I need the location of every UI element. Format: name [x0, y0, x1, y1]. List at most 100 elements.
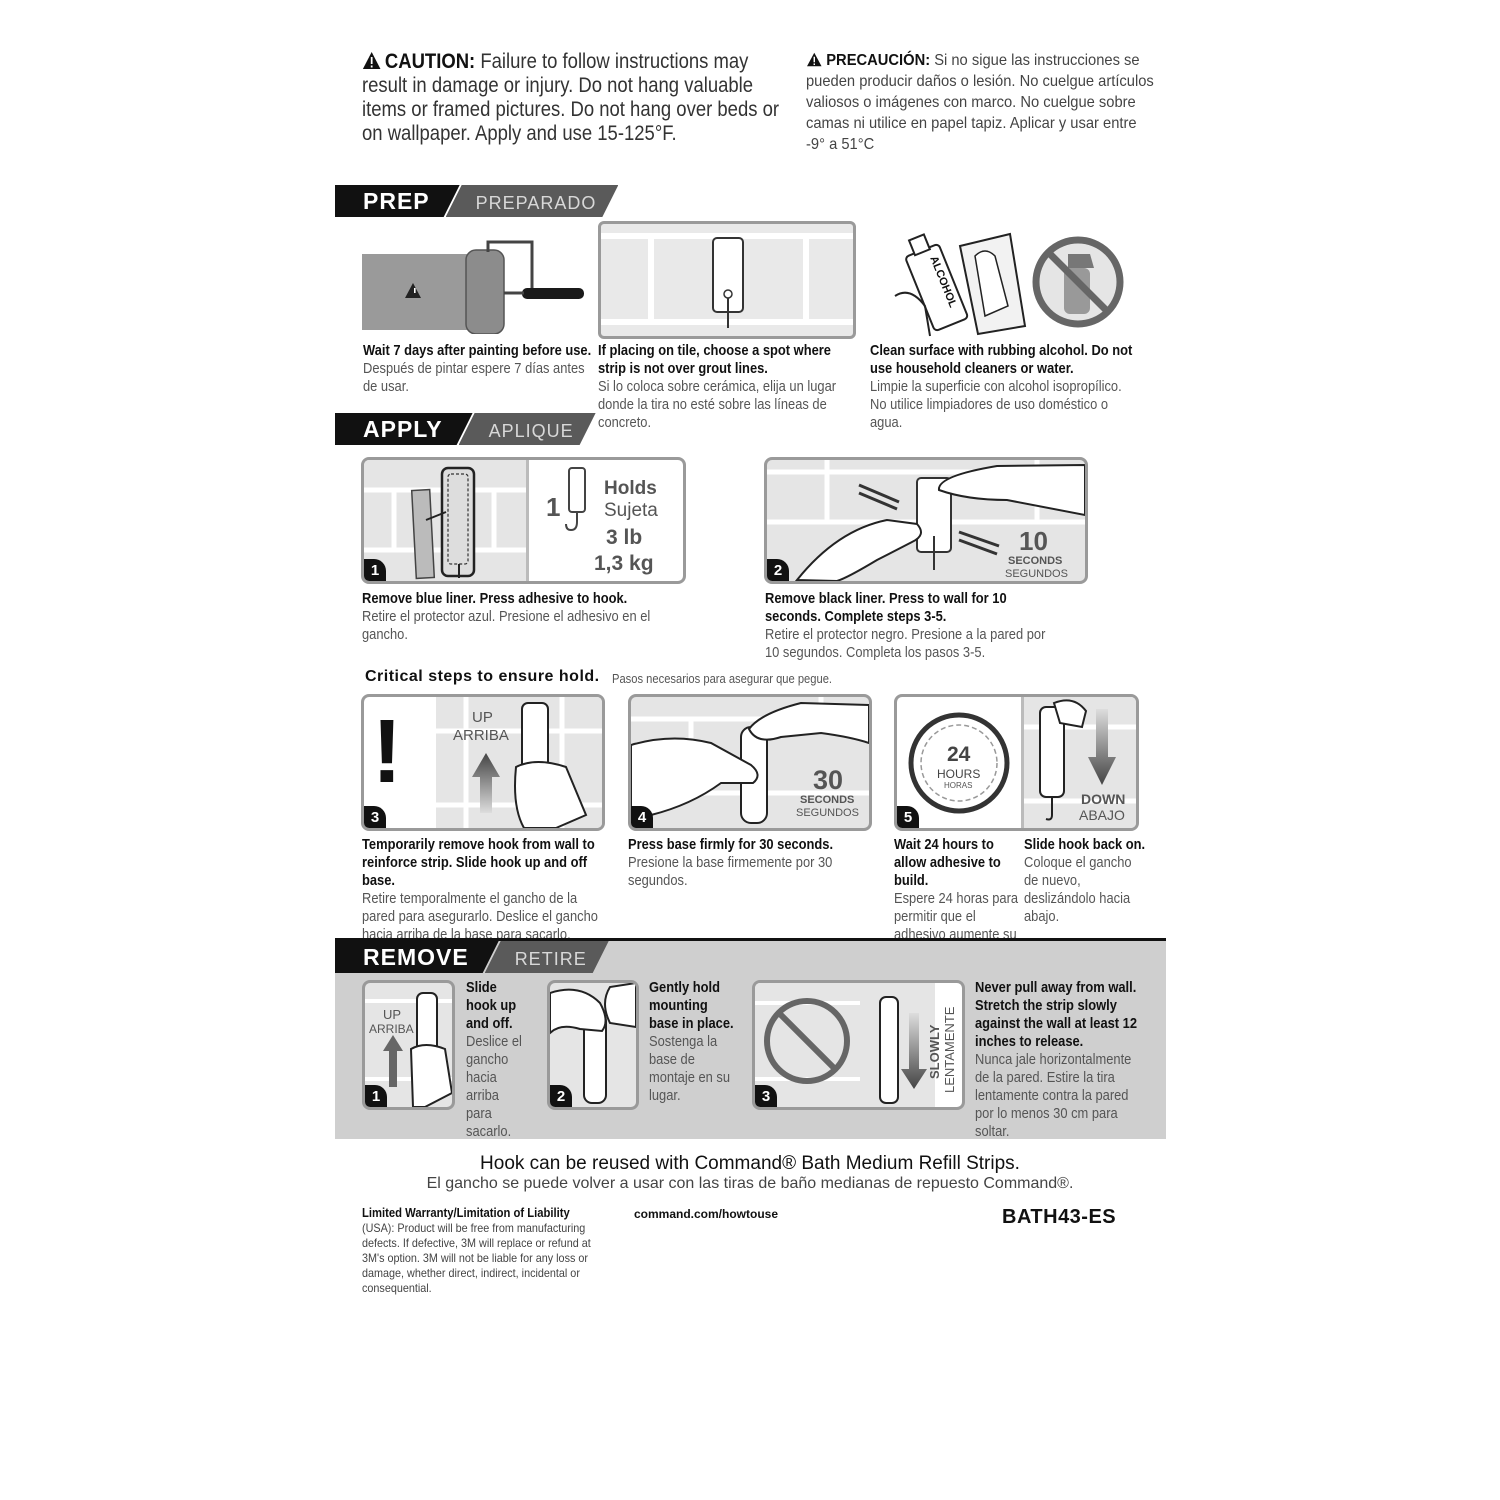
- holds-kg: 1,3 kg: [594, 552, 654, 575]
- remove-step2-bold: Gently hold mounting base in place.: [649, 979, 734, 1032]
- timer10-en: SECONDS: [1008, 555, 1063, 567]
- lentamente-label: LENTAMENTE: [942, 1006, 957, 1093]
- cleaning-illustration: ALCOHOL: [894, 232, 1124, 337]
- step-number: 2: [550, 1085, 572, 1107]
- hours-en: HOURS: [937, 767, 981, 781]
- prohibited-icon: [764, 998, 850, 1084]
- remove-step2-panel: 2: [547, 980, 639, 1110]
- timer10-es: SEGUNDOS: [1005, 568, 1068, 580]
- down-label: DOWN: [1081, 791, 1126, 807]
- prep-step2-bold: If placing on tile, choose a spot where …: [598, 342, 831, 377]
- apply-step2-bold: Remove black liner. Press to wall for 10…: [765, 590, 1007, 625]
- critical-step3-es: Retire temporalmente el gancho de la par…: [362, 890, 598, 943]
- up-label: UP: [472, 709, 493, 726]
- clock-icon: [908, 712, 1010, 814]
- critical-step3-panel: ! UP ARRIBA 3: [361, 694, 605, 831]
- slowly-label: SLOWLY: [927, 1024, 942, 1079]
- step-number: 4: [631, 806, 653, 828]
- critical-step4-caption: Press base firmly for 30 seconds. Presio…: [628, 836, 843, 890]
- prep-title: PREP: [335, 185, 460, 217]
- apply-header: APPLY APLIQUE: [335, 413, 596, 445]
- paint-roller-illustration: [362, 240, 584, 334]
- critical-step3-caption: Temporarily remove hook from wall to rei…: [362, 836, 603, 944]
- critical-step5a-bold: Wait 24 hours to allow adhesive to build…: [894, 836, 1001, 889]
- remove-title-es: RETIRE: [485, 941, 609, 973]
- prep-step3-caption: Clean surface with rubbing alcohol. Do n…: [870, 342, 1141, 432]
- remove-step2-caption: Gently hold mounting base in place. Sost…: [649, 979, 739, 1105]
- precaucion-title: PRECAUCIÓN:: [826, 52, 931, 69]
- prep-header: PREP PREPARADO: [335, 185, 618, 217]
- critical-step5b-es: Coloque el gancho de nuevo, deslizándolo…: [1024, 854, 1132, 925]
- warning-icon: [807, 52, 822, 67]
- remove-step3-caption: Never pull away from wall. Stretch the s…: [975, 979, 1138, 1141]
- arriba-label: ARRIBA: [453, 727, 509, 744]
- prep-step2-es: Si lo coloca sobre cerámica, elija un lu…: [598, 378, 837, 431]
- prep-step1-es: Después de pintar espere 7 días antes de…: [363, 360, 585, 395]
- timer30-en: SECONDS: [800, 794, 855, 806]
- step-number: 3: [364, 806, 386, 828]
- arriba-label: ARRIBA: [369, 1022, 414, 1036]
- remove-step3-panel: SLOWLY LENTAMENTE 3: [752, 980, 965, 1110]
- prep-step1-caption: Wait 7 days after painting before use. D…: [363, 342, 595, 396]
- apply-step2-es: Retire el protector negro. Presione a la…: [765, 626, 1046, 661]
- critical-steps-heading: Critical steps to ensure hold.: [365, 668, 600, 685]
- precaucion-text: Si no sigue las instrucciones se pueden …: [806, 52, 1154, 153]
- remove-step1-es: Deslice el gancho hacia arriba para saca…: [466, 1033, 522, 1140]
- exclamation-mark: !: [372, 702, 402, 802]
- apply-step1-es: Retire el protector azul. Presione el ad…: [362, 608, 651, 643]
- timer30-es: SEGUNDOS: [796, 807, 859, 819]
- remove-step1-bold: Slide hook up and off.: [466, 979, 517, 1032]
- critical-step4-bold: Press base firmly for 30 seconds.: [628, 836, 834, 853]
- apply-title-es: APLIQUE: [459, 413, 596, 445]
- hours-value: 24: [947, 743, 971, 766]
- step-number: 5: [897, 806, 919, 828]
- apply-title: APPLY: [335, 413, 473, 445]
- reuse-note: Hook can be reused with Command® Bath Me…: [480, 1153, 1020, 1174]
- critical-step5b-bold: Slide hook back on.: [1024, 836, 1146, 853]
- remove-step3-es: Nunca jale horizontalmente de la pared. …: [975, 1051, 1132, 1140]
- holds-en: Holds: [604, 478, 657, 499]
- apply-step1-caption: Remove blue liner. Press adhesive to hoo…: [362, 590, 689, 644]
- remove-header: REMOVE RETIRE: [335, 941, 609, 973]
- caution-text: Failure to follow instructions may resul…: [362, 50, 780, 145]
- holds-count: 1: [546, 492, 561, 522]
- caution-english: CAUTION: Failure to follow instructions …: [362, 50, 791, 146]
- step-number: 1: [365, 1085, 387, 1107]
- up-label: UP: [383, 1007, 402, 1022]
- warning-icon: [405, 283, 421, 298]
- holds-es: Sujeta: [604, 500, 658, 521]
- critical-step5b-caption: Slide hook back on. Coloque el gancho de…: [1024, 836, 1149, 926]
- critical-step5-panel: 24 HOURS HORAS DOWN ABAJO 5: [894, 694, 1139, 831]
- step-number: 1: [364, 559, 386, 581]
- apply-step2-caption: Remove black liner. Press to wall for 10…: [765, 590, 1053, 662]
- step-number: 3: [755, 1085, 777, 1107]
- prep-step3-es: Limpie la superficie con alcohol isoprop…: [870, 378, 1122, 431]
- hours-es: HORAS: [944, 781, 973, 790]
- critical-step4-es: Presione la base firmemente por 30 segun…: [628, 854, 833, 889]
- prep-step3-bold: Clean surface with rubbing alcohol. Do n…: [870, 342, 1133, 377]
- prep-step2-caption: If placing on tile, choose a spot where …: [598, 342, 860, 432]
- remove-step1-caption: Slide hook up and off. Deslice el gancho…: [466, 979, 528, 1141]
- timer30-value: 30: [813, 765, 844, 795]
- warranty-text: (USA): Product will be free from manufac…: [362, 1221, 591, 1295]
- apply-step2-panel: 2 10 SECONDS SEGUNDOS: [764, 457, 1088, 584]
- product-code: BATH43-ES: [1002, 1206, 1117, 1228]
- reuse-note-es: El gancho se puede volver a usar con las…: [426, 1175, 1074, 1192]
- prep-step1-bold: Wait 7 days after painting before use.: [363, 342, 592, 359]
- timer10-value: 10: [1019, 526, 1048, 556]
- howto-url[interactable]: command.com/howtouse: [634, 1207, 779, 1221]
- step-number: 2: [767, 559, 789, 581]
- remove-step1-panel: UP ARRIBA 1: [362, 980, 455, 1110]
- critical-steps-es: Pasos necesarios para asegurar que pegue…: [612, 671, 833, 686]
- warning-icon: [362, 52, 381, 69]
- warranty-title: Limited Warranty/Limitation of Liability: [362, 1206, 570, 1220]
- remove-title: REMOVE: [335, 941, 499, 973]
- apply-step1-bold: Remove blue liner. Press adhesive to hoo…: [362, 590, 628, 607]
- critical-step4-panel: 30 SECONDS SEGUNDOS 4: [628, 694, 872, 831]
- abajo-label: ABAJO: [1079, 807, 1125, 823]
- prep-title-es: PREPARADO: [446, 185, 619, 217]
- warranty-block: Limited Warranty/Limitation of Liability…: [362, 1206, 605, 1296]
- critical-step3-bold: Temporarily remove hook from wall to rei…: [362, 836, 595, 889]
- hook-icon: [565, 467, 586, 532]
- remove-step3-bold: Never pull away from wall. Stretch the s…: [975, 979, 1138, 1050]
